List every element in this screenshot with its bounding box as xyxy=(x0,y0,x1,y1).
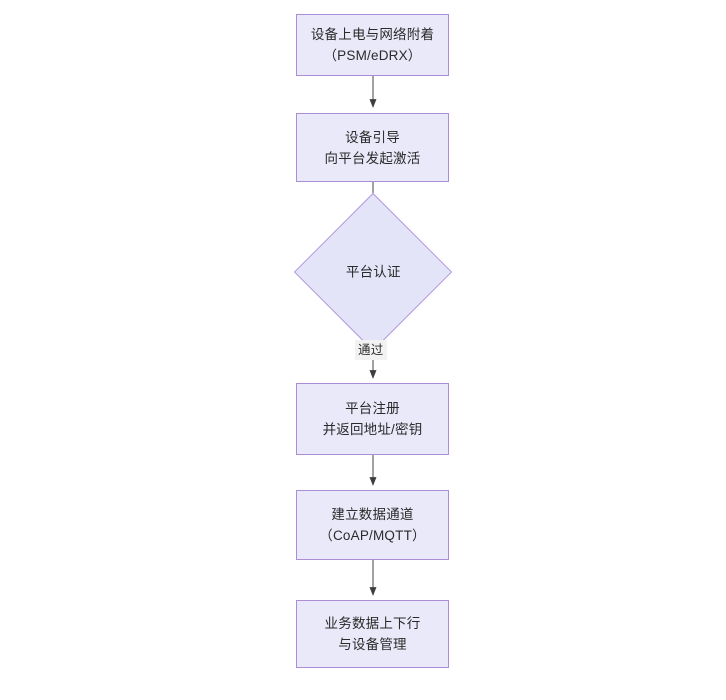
node-business-data-label: 业务数据上下行 与设备管理 xyxy=(324,616,421,652)
edge-label-pass-text: 通过 xyxy=(358,343,384,357)
node-platform-register-label: 平台注册 并返回地址/密钥 xyxy=(322,401,423,437)
node-platform-register[interactable]: 平台注册 并返回地址/密钥 xyxy=(296,383,449,455)
node-bootstrap-label: 设备引导 向平台发起激活 xyxy=(324,129,421,166)
node-platform-auth-label: 平台认证 xyxy=(345,264,401,279)
node-business-data[interactable]: 业务数据上下行 与设备管理 xyxy=(296,600,449,668)
node-platform-auth[interactable]: 平台认证 xyxy=(293,192,453,352)
node-bootstrap[interactable]: 设备引导 向平台发起激活 xyxy=(296,113,449,182)
edge-label-pass: 通过 xyxy=(355,340,387,360)
node-data-channel[interactable]: 建立数据通道 （CoAP/MQTT） xyxy=(296,490,449,560)
node-power-on[interactable]: 设备上电与网络附着 （PSM/eDRX） xyxy=(296,14,449,76)
node-data-channel-label: 建立数据通道 （CoAP/MQTT） xyxy=(319,507,426,543)
node-power-on-label: 设备上电与网络附着 （PSM/eDRX） xyxy=(310,27,435,63)
